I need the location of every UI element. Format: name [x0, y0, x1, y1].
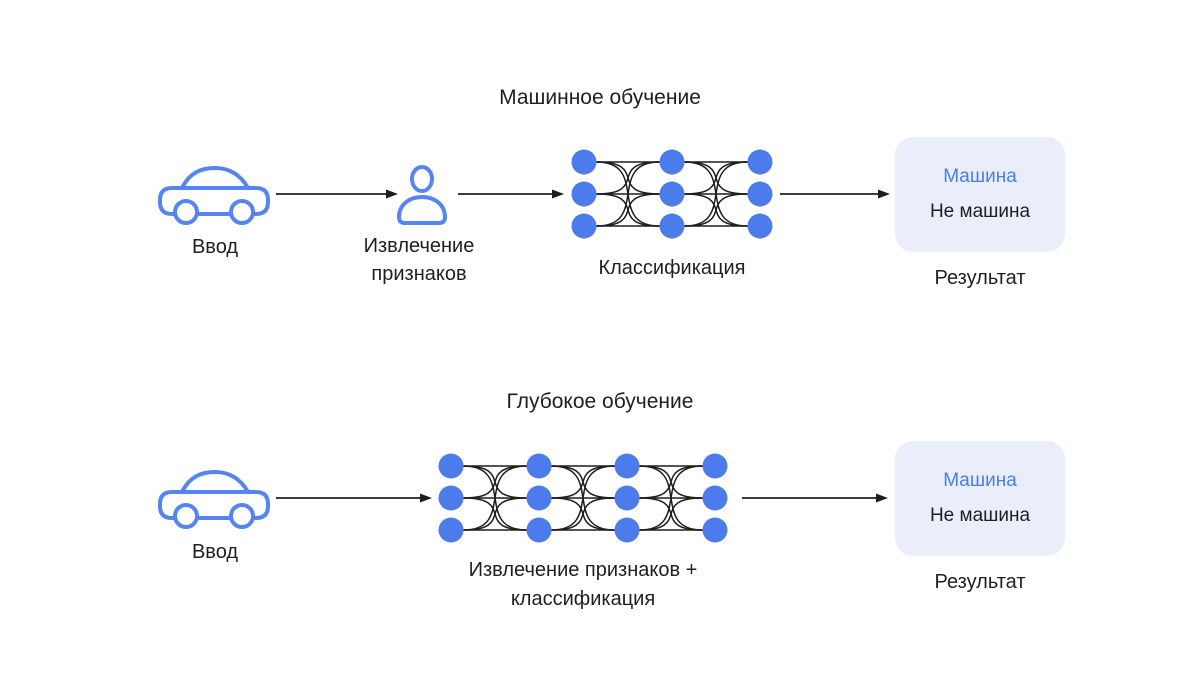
- ml-result-box: Машина Не машина: [895, 137, 1065, 252]
- network-node: [438, 517, 464, 543]
- network-node: [571, 149, 597, 175]
- network-connection: [551, 497, 615, 531]
- arrow-right-icon: [742, 493, 888, 503]
- network-node: [571, 181, 597, 207]
- dl-section-title: Глубокое обучение: [506, 390, 694, 413]
- arrow-right-icon: [458, 189, 564, 199]
- network-node: [614, 453, 640, 479]
- network-node: [526, 517, 552, 543]
- person-icon: [397, 165, 447, 225]
- dl-network-label: Извлечение признаков + классификация: [468, 559, 698, 610]
- network-node: [526, 453, 552, 479]
- network-connection: [596, 161, 660, 195]
- network-connection: [639, 465, 703, 531]
- network-node: [614, 517, 640, 543]
- network-connection: [684, 161, 748, 227]
- network-node: [438, 453, 464, 479]
- car-icon: [158, 470, 270, 529]
- dl-result-box: Машина Не машина: [895, 441, 1065, 556]
- network-node: [438, 485, 464, 511]
- car-icon: [158, 166, 270, 225]
- network-node: [702, 485, 728, 511]
- neural-network-deep: [438, 453, 728, 543]
- network-connection: [463, 465, 527, 531]
- network-node: [659, 149, 685, 175]
- network-connection: [639, 497, 703, 531]
- network-connection: [684, 193, 748, 227]
- arrow-right-icon: [780, 189, 890, 199]
- dl-result-option-not-machine: Не машина: [929, 505, 1031, 526]
- ml-section-title: Машинное обучение: [499, 86, 701, 109]
- network-node: [526, 485, 552, 511]
- dl-result-option-machine: Машина: [943, 470, 1017, 491]
- ml-result-option-machine: Машина: [943, 166, 1017, 187]
- network-node: [747, 181, 773, 207]
- network-connection: [551, 465, 615, 499]
- network-connection: [596, 193, 660, 227]
- network-node: [747, 213, 773, 239]
- network-connection: [596, 161, 660, 227]
- network-connection: [551, 465, 615, 531]
- arrow-right-icon: [276, 189, 398, 199]
- network-node: [702, 453, 728, 479]
- network-node: [614, 485, 640, 511]
- network-node: [702, 517, 728, 543]
- ml-feature-extraction-label: Извлечение признаков: [363, 235, 475, 285]
- network-connection: [463, 497, 527, 531]
- ml-input-label: Ввод: [191, 236, 239, 258]
- dl-result-caption: Результат: [934, 571, 1026, 593]
- arrow-right-icon: [276, 493, 432, 503]
- network-connection: [684, 161, 748, 195]
- network-node: [659, 213, 685, 239]
- network-connection: [463, 465, 527, 499]
- network-node: [571, 213, 597, 239]
- neural-network-classification: [571, 149, 773, 239]
- ml-network-label: Классификация: [598, 257, 746, 279]
- network-node: [659, 181, 685, 207]
- ml-result-option-not-machine: Не машина: [929, 201, 1031, 222]
- ml-result-caption: Результат: [934, 267, 1026, 289]
- network-node: [747, 149, 773, 175]
- network-connection: [639, 465, 703, 499]
- dl-input-label: Ввод: [191, 541, 239, 563]
